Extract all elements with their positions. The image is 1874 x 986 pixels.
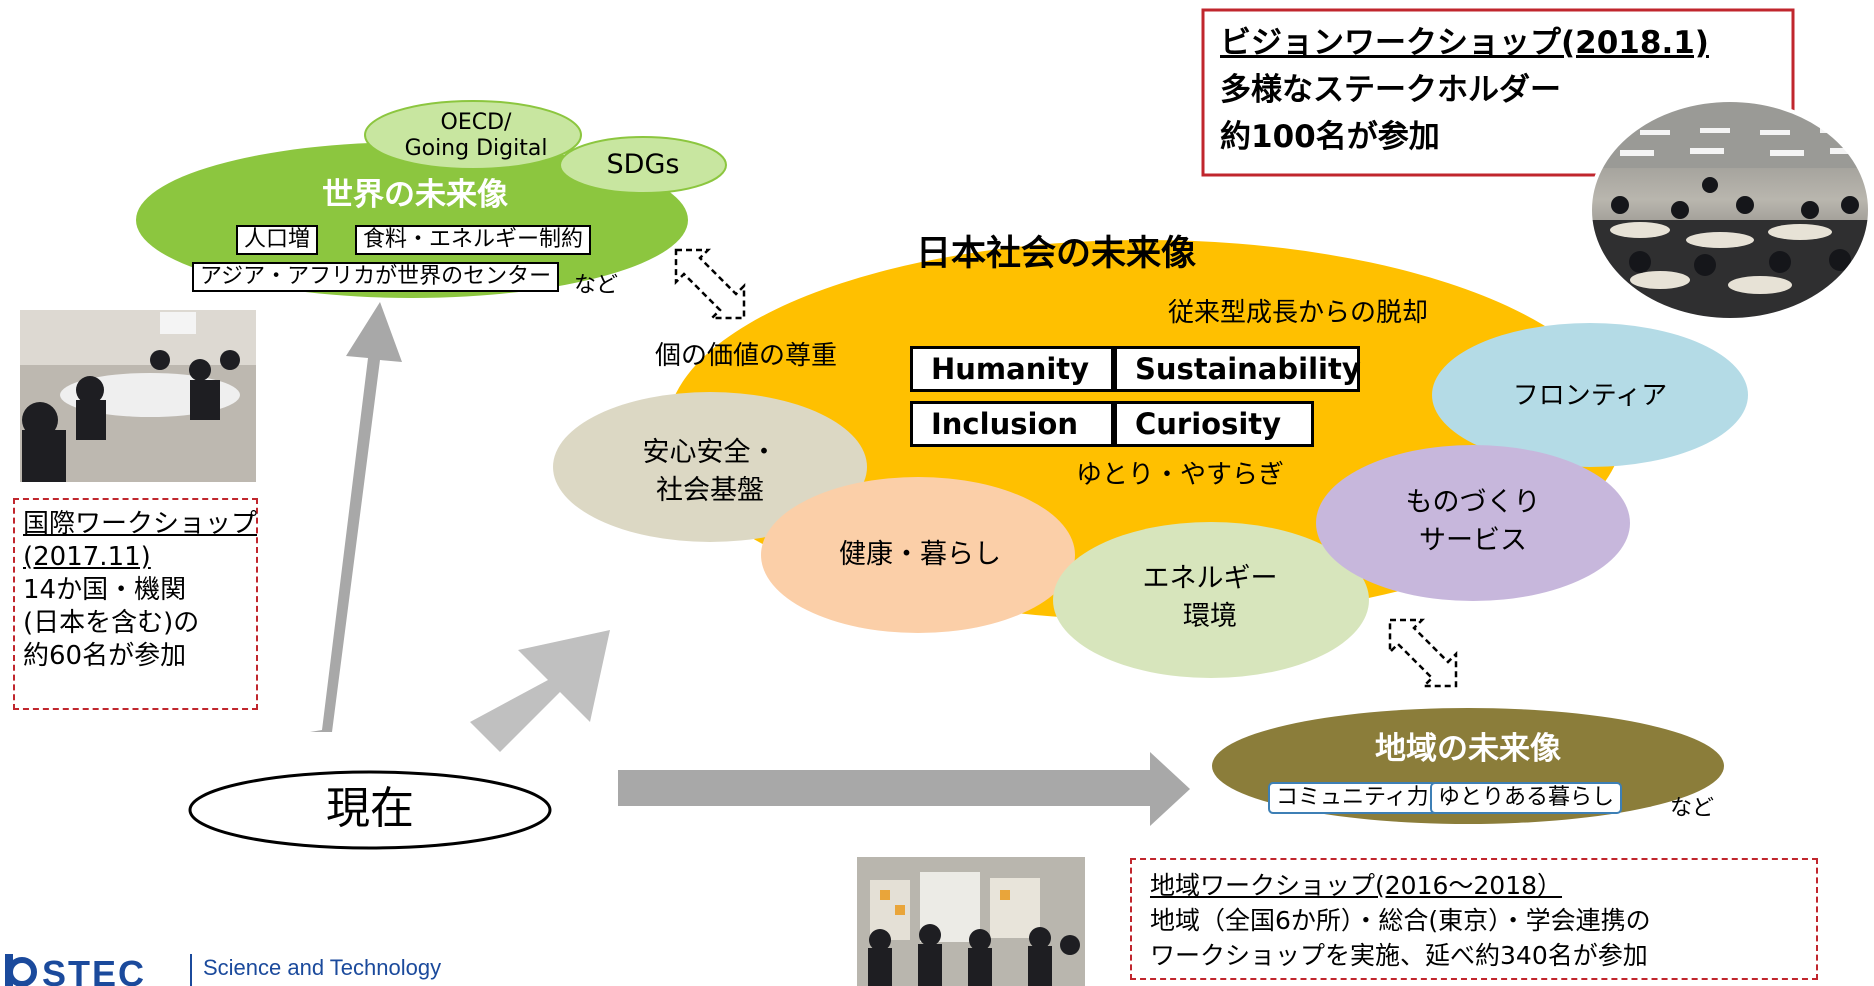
region-etc: など xyxy=(1670,796,1715,821)
dashed-arrow-japan-region xyxy=(1388,618,1458,688)
intl-workshop-title: 国際ワークショップ xyxy=(23,509,258,539)
regional-workshop-participants: ワークショップを実施、延べ約340名が参加 xyxy=(1150,941,1648,970)
theme-health: 健康・暮らし xyxy=(839,539,1001,570)
regional-workshop-photo xyxy=(857,857,1085,986)
vision-workshop-participants: 約100名が参加 xyxy=(1220,119,1440,155)
japan-note-relaxation: ゆとり・やすらぎ xyxy=(1076,460,1285,490)
theme-frontier: フロンティア xyxy=(1512,381,1668,411)
vision-workshop-photo xyxy=(1590,100,1870,320)
sdgs-ellipse xyxy=(559,136,727,194)
regional-workshop-box: 地域ワークショップ(2016～2018） 地域（全国6か所）・総合(東京）・学会… xyxy=(1130,858,1818,980)
cstec-logo-mark: STEC xyxy=(5,953,192,986)
present-label: 現在 xyxy=(326,783,414,834)
intl-workshop-photo xyxy=(20,310,256,482)
japan-note-individual-value: 個の価値の尊重 xyxy=(655,341,838,371)
world-chip-population: 人口増 xyxy=(236,225,319,255)
keyword-humanity: Humanity xyxy=(910,346,1114,392)
theme-energy: エネルギー 環境 xyxy=(1142,563,1278,632)
intl-workshop-participants: 約60名が参加 xyxy=(23,641,187,671)
dashed-arrow-world-japan xyxy=(674,248,746,320)
world-chip-food-energy: 食料・エネルギー制約 xyxy=(355,225,592,255)
intl-workshop-countries: 14か国・機関 xyxy=(23,575,187,605)
logo-tagline: Science and Technology xyxy=(203,955,442,980)
world-ellipse xyxy=(136,142,688,298)
energy-ellipse xyxy=(1053,522,1369,678)
region-chip-comfortable-living: ゆとりある暮らし xyxy=(1430,782,1623,814)
keyword-sustainability: Sustainability xyxy=(1114,346,1361,392)
vision-workshop-stakeholders: 多様なステークホルダー xyxy=(1220,72,1561,108)
sdgs-label: SDGs xyxy=(606,149,680,180)
arrow-to-region-shaft xyxy=(618,772,1154,806)
monozukuri-ellipse xyxy=(1316,445,1630,601)
theme-safety: 安心安全・ 社会基盤 xyxy=(642,437,778,506)
frontier-ellipse xyxy=(1432,323,1748,467)
arrow-to-world xyxy=(310,302,402,732)
svg-text:STEC: STEC xyxy=(42,953,146,986)
japan-note-beyond-growth: 従来型成長からの脱却 xyxy=(1168,298,1429,328)
intl-workshop-period: (2017.11) xyxy=(23,542,151,572)
region-title: 地域の未来像 xyxy=(1375,731,1561,767)
vision-workshop-title: ビジョンワークショップ(2018.1) xyxy=(1220,25,1709,61)
oecd-ellipse xyxy=(364,100,582,170)
world-chip-asia-africa: アジア・アフリカが世界のセンター xyxy=(192,262,560,292)
regional-workshop-locations: 地域（全国6か所）・総合(東京）・学会連携の xyxy=(1150,906,1651,935)
region-chip-community: コミュニティ力 xyxy=(1268,782,1437,814)
intl-workshop-box: 国際ワークショップ (2017.11) 14か国・機関 (日本を含む)の 約60… xyxy=(13,498,258,710)
oecd-label: OECD/ Going Digital xyxy=(404,110,548,161)
vision-photo-border xyxy=(1588,98,1872,322)
keyword-inclusion: Inclusion xyxy=(910,401,1114,447)
regional-workshop-title: 地域ワークショップ(2016～2018） xyxy=(1150,871,1563,900)
world-title: 世界の未来像 xyxy=(322,177,508,213)
arrow-to-japan xyxy=(470,630,610,752)
safety-ellipse xyxy=(553,392,867,542)
arrow-to-region-head xyxy=(1150,752,1190,826)
keyword-curiosity: Curiosity xyxy=(1114,401,1314,447)
intl-workshop-including-japan: (日本を含む)の xyxy=(23,608,200,638)
health-ellipse xyxy=(761,477,1075,633)
world-etc: など xyxy=(574,273,619,298)
present-ellipse xyxy=(188,770,552,850)
japan-title: 日本社会の未来像 xyxy=(916,234,1197,274)
theme-monozukuri: ものづくり サービス xyxy=(1405,487,1541,556)
